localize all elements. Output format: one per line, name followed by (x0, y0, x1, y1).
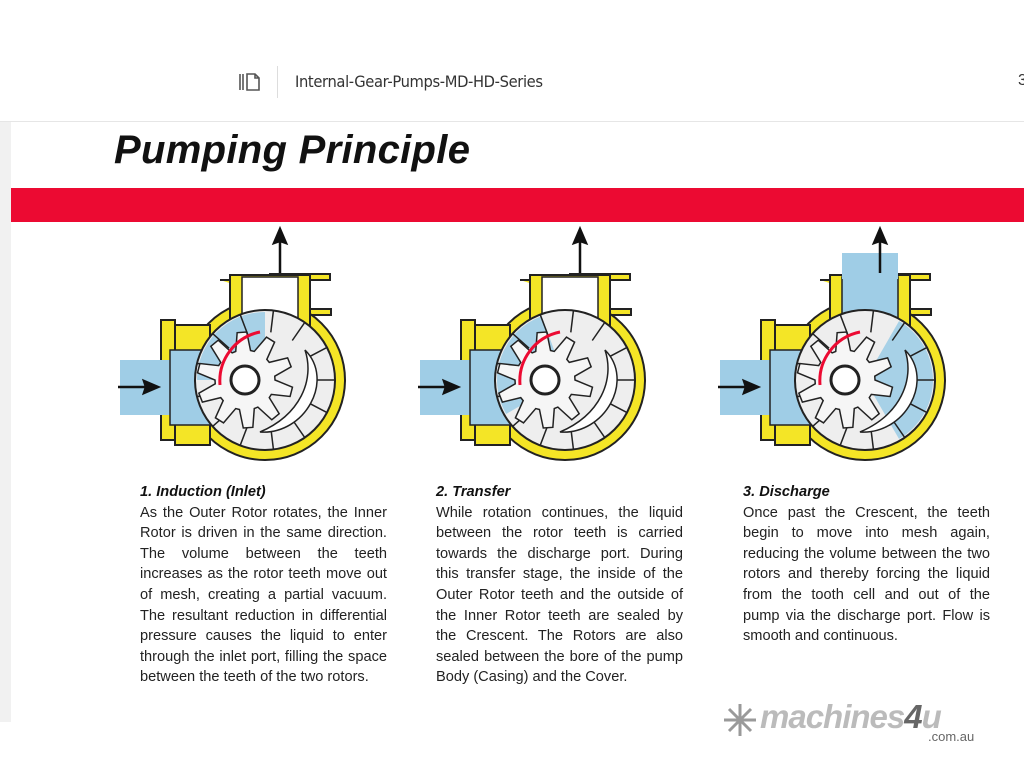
logo-domain: .com.au (928, 729, 974, 744)
sidebar-toggle-icon[interactable] (238, 72, 262, 92)
rotation-arrow (518, 330, 561, 386)
rotor-liquid (865, 321, 933, 439)
inlet-arrow-icon (118, 378, 162, 396)
stage-description: Once past the Crescent, the teeth begin … (743, 504, 990, 645)
pump-diagram-induction (118, 225, 346, 461)
crescent (859, 349, 918, 433)
viewer-toolbar: Internal-Gear-Pumps-MD-HD-Series 3 (0, 0, 1024, 122)
outlet-arrow-icon (571, 225, 589, 273)
machines4u-logo: machines4u .com.au (724, 700, 974, 744)
red-banner (11, 188, 1024, 222)
outlet-arrow-icon (871, 225, 889, 273)
stage-heading: 1. Induction (Inlet) (140, 484, 266, 500)
outlet-arrow-icon (271, 225, 289, 273)
svg-text:machines4u: machines4u (760, 700, 942, 735)
stage-description: As the Outer Rotor rotates, the Inner Ro… (140, 504, 387, 686)
rotation-arrow (818, 330, 861, 386)
pump-diagram-discharge (718, 225, 946, 461)
shaft (529, 364, 561, 396)
shaft (829, 364, 861, 396)
document-title: Internal-Gear-Pumps-MD-HD-Series (295, 72, 543, 91)
stage-heading: 3. Discharge (743, 484, 830, 500)
stage-discharge: 3. Discharge Once past the Crescent, the… (743, 482, 990, 647)
shaft (229, 364, 261, 396)
stage-description: While rotation continues, the liquid bet… (436, 504, 683, 686)
snowflake-icon (724, 704, 756, 736)
stage-transfer: 2. Transfer While rotation continues, th… (436, 482, 683, 688)
stage-heading: 2. Transfer (436, 484, 511, 500)
crescent (559, 349, 618, 433)
page-indicator: 3 (1018, 72, 1024, 89)
logo-text: machines (760, 700, 905, 735)
inlet-arrow-icon (418, 378, 462, 396)
stage-induction: 1. Induction (Inlet) As the Outer Rotor … (140, 482, 387, 688)
rotation-arrow (218, 330, 261, 386)
inlet-arrow-icon (718, 378, 762, 396)
pump-diagram-transfer (418, 225, 646, 461)
toolbar-divider (277, 66, 278, 98)
page-title: Pumping Principle (114, 128, 471, 172)
crescent (259, 349, 318, 433)
page-gutter (0, 122, 11, 722)
